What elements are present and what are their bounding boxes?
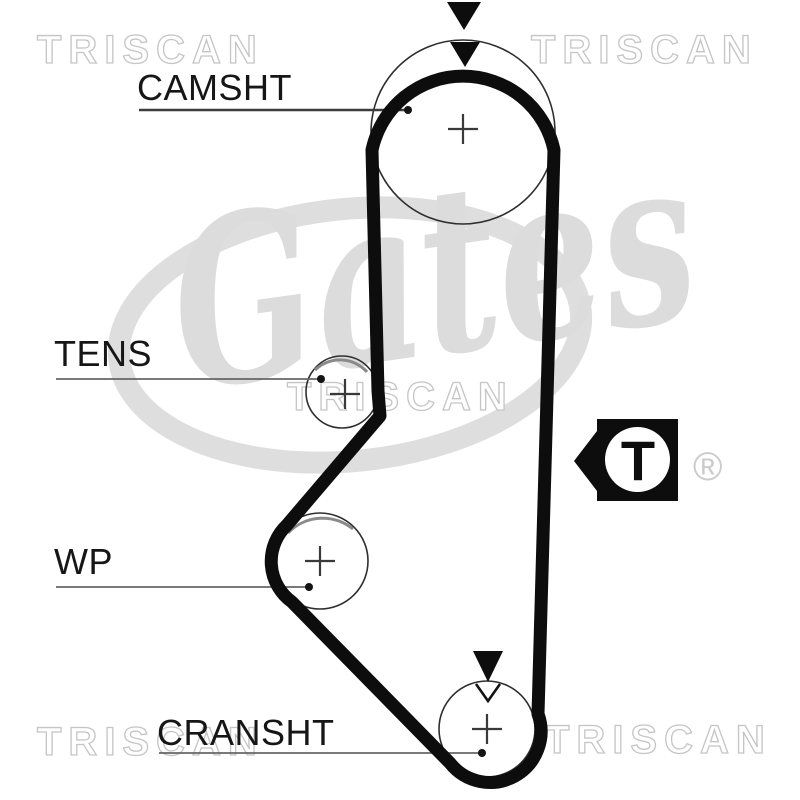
water-pump-top-cap xyxy=(286,516,354,535)
crankshaft-timing-arrow-icon xyxy=(473,651,503,682)
water-pump-center-mark xyxy=(305,546,335,576)
tension-marker-arrow-icon xyxy=(574,431,597,491)
crankshaft-center-mark xyxy=(472,714,502,744)
tension-marker-circle xyxy=(605,427,670,492)
camshaft-center-mark xyxy=(448,114,478,144)
registered-trademark-icon: ® xyxy=(693,445,723,489)
crankshaft-timing-notch-icon xyxy=(474,683,502,704)
logo-ellipse-shape xyxy=(107,196,593,474)
crankshaft-leader-dot xyxy=(478,749,486,757)
triscan-watermark-bottom-right: TRISCAN xyxy=(544,718,772,762)
tension-marker-letter: T xyxy=(621,429,655,492)
tensioner-center-mark xyxy=(330,379,360,409)
camshaft-label: CAMSHT xyxy=(137,67,292,108)
camshaft-timing-arrow-outer-icon xyxy=(447,2,481,30)
camshaft-leader-dot xyxy=(404,106,412,114)
tensioner-label: TENS xyxy=(54,333,153,374)
timing-belt-path xyxy=(264,69,561,789)
tensioner-leader-dot xyxy=(317,375,325,383)
triscan-watermark-top-left: TRISCAN xyxy=(36,28,264,72)
triscan-watermark-center: TRISCAN xyxy=(286,375,514,419)
triscan-watermark-bottom-left: TRISCAN xyxy=(36,720,264,764)
crankshaft-label: CRANSHT xyxy=(157,712,335,753)
tension-marker: T xyxy=(574,419,678,501)
water-pump-leader-dot xyxy=(305,583,313,591)
tensioner-top-cap xyxy=(313,358,369,374)
triscan-watermark-top-right: TRISCAN xyxy=(530,28,758,72)
water-pump-label: WP xyxy=(54,541,113,582)
camshaft-timing-arrow-inner-icon xyxy=(450,42,480,67)
